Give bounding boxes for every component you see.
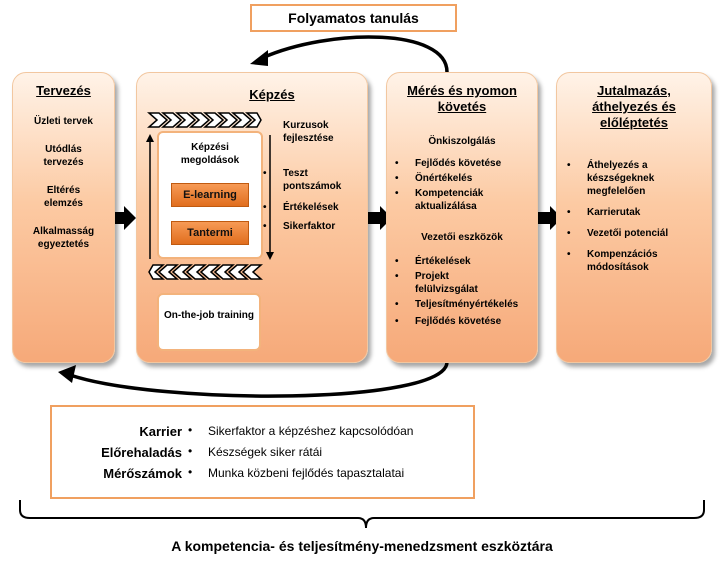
rewards-item-3: •Vezetői potenciál [567, 228, 669, 239]
caption: A kompetencia- és teljesítmény-menedzsme… [171, 538, 553, 554]
planning-title: Tervezés [36, 83, 91, 98]
training-bullet-3: •Sikerfaktor [263, 221, 336, 232]
planning-column: Tervezés Üzleti tervek Utódlás tervezés … [12, 72, 115, 363]
chevron-strip-bottom [148, 264, 263, 280]
top-loop-arrowhead [250, 50, 268, 66]
top-loop-arrow [261, 35, 449, 73]
training-bullet-2: •Értékelések [263, 202, 339, 213]
ojt-box: On-the-job training [157, 293, 261, 351]
self-item-3: •Kompetenciák aktualizálása [395, 188, 484, 212]
self-item-1: •Fejlődés követése [395, 158, 502, 169]
metric-item-3: Munka közbeni fejlődés tapasztalatai [208, 466, 405, 480]
arrow-planning-training [112, 206, 136, 230]
mgr-item-1: •Értékelések [395, 256, 471, 267]
ojt-label: On-the-job training [164, 310, 254, 321]
planning-item-2: Utódlás tervezés [43, 144, 84, 168]
planning-item-4: Alkalmasság egyeztetés [32, 226, 95, 250]
training-solutions-box: Képzési megoldások E-learning Tantermi [157, 131, 263, 259]
rewards-item-2: •Karrierutak [567, 207, 641, 218]
chevron-strip-top [147, 112, 262, 128]
planning-item-1: Üzleti tervek [34, 116, 93, 127]
manager-tools-header: Vezetői eszközök [421, 232, 503, 243]
rewards-item-1: •Áthelyezés a készségeknek megfelelően [567, 160, 655, 197]
continuous-learning-box: Folyamatos tanulás [250, 4, 457, 32]
elearning-button: E-learning [171, 183, 249, 207]
label-karrier: Karrier [139, 424, 182, 439]
metric-item-2: Készségek siker rátái [208, 445, 323, 459]
mgr-item-2: •Projekt felülvizsgálat [395, 271, 478, 295]
classroom-button: Tantermi [171, 221, 249, 245]
rewards-column: Jutalmazás, áthelyezés és előléptetés •Á… [556, 72, 712, 363]
metric-item-1: Sikerfaktor a képzéshez kapcsolódóan [208, 424, 414, 438]
self-service-list: •Fejlődés követése •Önértékelés •Kompete… [393, 157, 535, 213]
planning-item-3: Eltérés elemzés [44, 185, 83, 209]
rewards-list: •Áthelyezés a készségeknek megfelelően •… [565, 159, 705, 274]
up-arrow [146, 134, 154, 259]
bottom-brace [19, 500, 705, 529]
rewards-item-4: •Kompenzációs módosítások [567, 249, 658, 273]
course-development: Kurzusok fejlesztése [283, 120, 334, 144]
label-meroszamok: Mérőszámok [103, 466, 182, 481]
bottom-loop-arrow [69, 361, 449, 398]
metrics-box: Karrier Előrehaladás Mérőszámok • • • Si… [50, 405, 475, 499]
rewards-title: Jutalmazás, áthelyezés és előléptetés [592, 83, 676, 130]
self-service-header: Önkiszolgálás [428, 136, 496, 147]
training-column: Képzés [136, 72, 368, 363]
measure-column: Mérés és nyomon követés Önkiszolgálás •F… [386, 72, 538, 363]
training-title: Képzés [249, 87, 295, 102]
manager-tools-list: •Értékelések •Projekt felülvizsgálat •Te… [393, 255, 535, 328]
training-bullet-1: •Teszt pontszámok [263, 168, 342, 192]
bullet-dot-2: • [188, 444, 193, 458]
measure-title: Mérés és nyomon követés [407, 83, 517, 114]
label-elorehaladas: Előrehaladás [101, 445, 182, 460]
self-item-2: •Önértékelés [395, 173, 473, 184]
down-arrow [266, 135, 274, 260]
bullet-dot-1: • [188, 423, 193, 437]
mgr-item-4: •Fejlődés követése [395, 316, 502, 327]
mgr-item-3: •Teljesítményértékelés [395, 299, 519, 310]
training-bullets: •Teszt pontszámok •Értékelések •Sikerfak… [261, 167, 365, 233]
training-solutions-title: Képzési megoldások [180, 142, 240, 166]
bullet-dot-3: • [188, 465, 193, 479]
bottom-loop-arrowhead [58, 365, 76, 383]
